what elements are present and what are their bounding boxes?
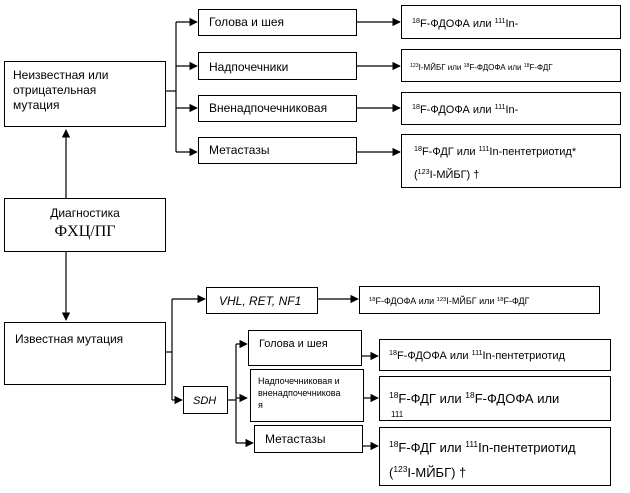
- result-extra-adrenal-box: 18F-ФДОФА или 111In-: [401, 92, 621, 125]
- site-metastases-box: Метастазы: [198, 137, 357, 164]
- sdh-result-head-neck-box: 18F-ФДОФА или 111In-пентетриотид: [379, 339, 611, 371]
- diagnostics-box: Диагностика ФХЦ/ПГ: [4, 198, 166, 252]
- diagnostics-line1: Диагностика: [50, 206, 120, 220]
- sdh-result-head-neck-text: 18F-ФДОФА или 111In-пентетриотид: [389, 349, 565, 362]
- site-head-neck-box: Голова и шея: [198, 9, 357, 36]
- known-mutation-box: Известная мутация: [4, 322, 166, 385]
- sdh-site-head-neck-label: Голова и шея: [259, 338, 328, 350]
- sdh-result-metastases-line2: (123I-МЙБГ) †: [389, 464, 467, 480]
- sdh-site-metastases-label: Метастазы: [265, 432, 326, 446]
- site-adrenal-box: Надпочечники: [198, 52, 357, 80]
- vhl-result-text: 18F-ФДОФА или 123I-МЙБГ или 18F-ФДГ: [369, 296, 530, 306]
- vhl-result-box: 18F-ФДОФА или 123I-МЙБГ или 18F-ФДГ: [359, 286, 600, 314]
- sdh-result-metastases-box: 18F-ФДГ или 111In-пентетриотид (123I-МЙБ…: [379, 427, 611, 486]
- sdh-site-adrenal-line3: я: [258, 400, 263, 410]
- result-head-neck-text: 18F-ФДОФА или 111In-: [412, 17, 519, 30]
- site-extra-adrenal-label: Вненадпочечниковая: [209, 101, 328, 115]
- vhl-label: VHL, RET, NF1: [219, 294, 302, 308]
- sdh-site-adrenal-line1: Надпочечниковая и: [258, 376, 340, 386]
- site-metastases-label: Метастазы: [209, 143, 270, 157]
- sdh-site-head-neck-box: Голова и шея: [248, 330, 362, 366]
- sdh-label: SDH: [193, 395, 217, 407]
- site-head-neck-label: Голова и шея: [209, 15, 284, 29]
- unknown-mutation-line2: отрицательная: [13, 83, 97, 97]
- known-mutation-label: Известная мутация: [15, 332, 124, 346]
- sdh-result-adrenal-text: 18F-ФДГ или 18F-ФДОФА или: [389, 390, 560, 406]
- sdh-result-adrenal-cut: 111: [391, 410, 404, 419]
- result-adrenal-text: 123I-МЙБГ или 18F-ФДОФА или 18F-ФДГ: [410, 63, 553, 72]
- unknown-mutation-box: Неизвестная или отрицательная мутация: [4, 61, 166, 127]
- sdh-site-metastases-box: Метастазы: [254, 425, 363, 453]
- result-adrenal-box: 123I-МЙБГ или 18F-ФДОФА или 18F-ФДГ: [401, 49, 621, 82]
- site-adrenal-label: Надпочечники: [209, 60, 289, 74]
- diagnostics-line2: ФХЦ/ПГ: [54, 223, 116, 240]
- site-extra-adrenal-box: Вненадпочечниковая: [198, 95, 357, 122]
- vhl-box: VHL, RET, NF1: [206, 287, 318, 314]
- sdh-box: SDH: [183, 386, 228, 414]
- sdh-site-adrenal-box: Надпочечниковая и вненадпочечникова я: [250, 369, 364, 422]
- result-metastases-box: 18F-ФДГ или 111In-пентетриотид* (123I-МЙ…: [401, 134, 621, 188]
- result-metastases-line1: 18F-ФДГ или 111In-пентетриотид*: [414, 145, 577, 158]
- unknown-mutation-line1: Неизвестная или: [13, 68, 109, 82]
- result-extra-adrenal-text: 18F-ФДОФА или 111In-: [412, 103, 519, 116]
- result-metastases-line2: (123I-МЙБГ) †: [414, 168, 480, 181]
- result-head-neck-box: 18F-ФДОФА или 111In-: [401, 5, 621, 39]
- sdh-result-adrenal-box: 18F-ФДГ или 18F-ФДОФА или 111: [379, 376, 611, 421]
- sdh-site-adrenal-line2: вненадпочечникова: [258, 388, 341, 398]
- sdh-result-metastases-line1: 18F-ФДГ или 111In-пентетриотид: [389, 439, 576, 455]
- unknown-mutation-line3: мутация: [13, 98, 60, 112]
